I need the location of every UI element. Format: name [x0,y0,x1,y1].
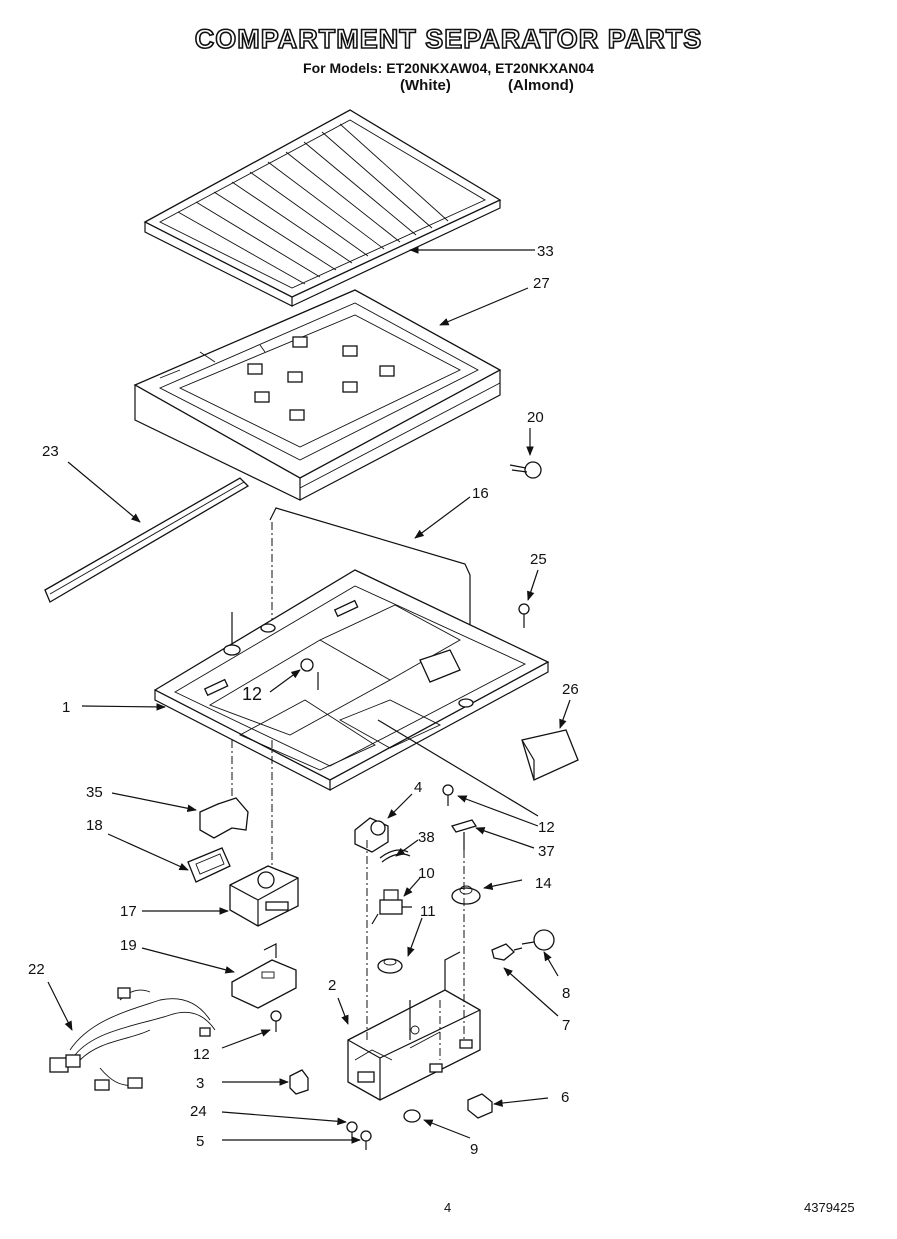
callout-22: 22 [28,961,45,978]
callout-37: 37 [538,843,555,860]
callout-8: 8 [562,985,570,1002]
part-12-screw-upper [442,784,454,806]
callout-7: 7 [562,1017,570,1034]
callout-3: 3 [196,1075,204,1092]
part-33-grille-cover [143,109,502,307]
callout-26: 26 [562,681,579,698]
part-14-knob [451,885,481,905]
part-11-spacer [377,958,403,974]
part-10-switch [371,889,412,925]
callout-14: 14 [535,875,552,892]
callout-17: 17 [120,903,137,920]
callout-2: 2 [328,977,336,994]
part-19-bracket [231,943,297,1009]
part-24-screw [346,1121,358,1140]
callout-20: 20 [527,409,544,426]
part-12-screw-lower [270,1010,282,1032]
callout-33: 33 [537,243,554,260]
part-6-connector [467,1093,493,1119]
part-7-lamp-socket [491,943,523,961]
callout-9: 9 [470,1141,478,1158]
part-8-light-bulb [521,929,555,951]
callout-19: 19 [120,937,137,954]
footer: 4 4379425 [444,1200,855,1215]
part-38-tube [379,849,411,863]
part-5-screw [360,1130,372,1150]
callout-27: 27 [533,275,550,292]
part-25-screw [518,603,530,628]
variant-white: (White) [400,77,451,94]
callout-12-base: 12 [242,684,262,704]
part-1-separator-base [153,569,550,870]
part-20-fastener [509,461,542,479]
document-number: 4379425 [804,1200,855,1215]
callout-10: 10 [418,865,435,882]
callout-35: 35 [86,784,103,801]
callout-12-upper: 12 [538,819,555,836]
callout-1: 1 [62,699,70,716]
part-26-bracket [521,729,579,781]
variant-almond: (Almond) [508,77,574,94]
callout-16: 16 [472,485,489,502]
part-2-control-bracket [347,840,481,1101]
part-18-gasket [187,847,231,883]
callout-labels: 33 27 20 23 16 25 1 12 26 35 18 17 19 22… [28,243,579,1158]
page-title: COMPARTMENT SEPARATOR PARTS [194,23,703,55]
callout-4: 4 [414,779,422,796]
callout-38: 38 [418,829,435,846]
callout-23: 23 [42,443,59,460]
page-number: 4 [444,1200,451,1215]
callout-5: 5 [196,1133,204,1150]
part-23-trim-strip [44,477,250,603]
part-22-wire-harness [49,987,216,1091]
callout-6: 6 [561,1089,569,1106]
callout-25: 25 [530,551,547,568]
part-4-damper [354,817,389,853]
callout-24: 24 [190,1103,207,1120]
callout-12-lower: 12 [193,1046,210,1063]
callout-11: 11 [420,903,436,920]
part-9-nut [403,1109,421,1123]
models-line: For Models: ET20NKXAW04, ET20NKXAN04 [303,60,594,76]
part-3-clip [289,1069,309,1095]
part-37-clip [450,819,478,850]
part-17-control-housing [229,865,299,927]
part-27-separator-frame [133,289,502,501]
part-35-knob [199,797,249,839]
leader-lines [47,246,571,1144]
callout-18: 18 [86,817,103,834]
